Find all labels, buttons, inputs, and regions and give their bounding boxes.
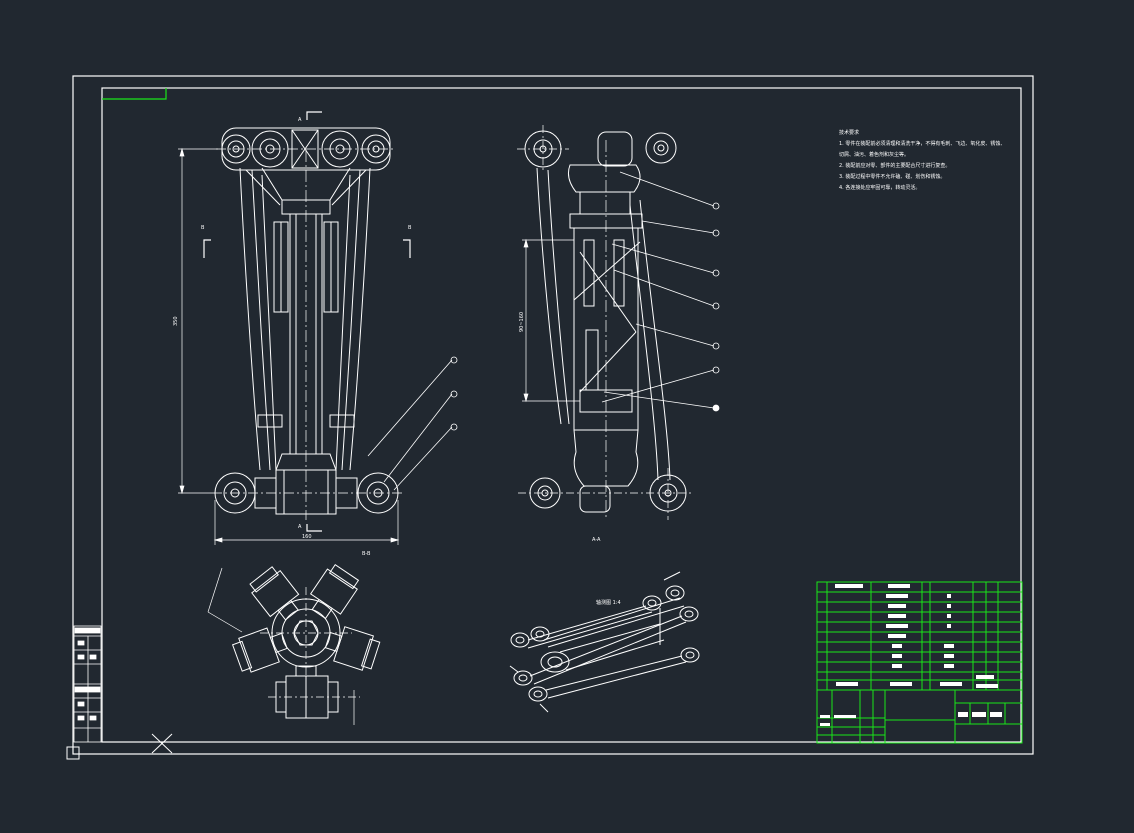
notes-heading: 技术要求 bbox=[839, 129, 859, 136]
section-mark-b-right: B bbox=[408, 225, 412, 231]
top-view bbox=[207, 563, 381, 725]
front-dimensions bbox=[178, 147, 400, 545]
section-cut-markers bbox=[203, 111, 411, 532]
side-leaders bbox=[601, 171, 715, 409]
side-section-view bbox=[517, 125, 694, 520]
crosshair-cursor[interactable] bbox=[151, 733, 173, 754]
front-view bbox=[212, 127, 402, 520]
section-mark-a-bottom: A bbox=[298, 524, 302, 530]
notes-line-4: 3. 装配过程中零件不允许磕、碰、划伤和锈蚀。 bbox=[839, 173, 945, 180]
dim-width: 160 bbox=[302, 534, 312, 540]
technical-notes: 技术要求 1. 零件在装配前必须清理和清洗干净，不得有毛刺、飞边、氧化皮、锈蚀、… bbox=[839, 129, 1005, 191]
ucs-icon bbox=[66, 746, 80, 760]
drawing-frame bbox=[72, 75, 1034, 755]
left-border-strip bbox=[73, 625, 102, 743]
section-caption-b: B-B bbox=[362, 551, 371, 557]
section-mark-a-top: A bbox=[298, 117, 302, 123]
isometric-view bbox=[509, 571, 700, 713]
front-balloons[interactable] bbox=[450, 356, 458, 431]
front-leaders bbox=[367, 359, 453, 491]
side-balloons[interactable] bbox=[712, 202, 720, 412]
side-dimensions bbox=[522, 238, 580, 403]
revision-marker bbox=[102, 88, 167, 100]
notes-line-1: 1. 零件在装配前必须清理和清洗干净，不得有毛刺、飞边、氧化皮、锈蚀、 bbox=[839, 140, 1005, 147]
title-block-filled-cells bbox=[820, 584, 1002, 726]
notes-line-2: 切屑、油污、着色剂和灰尘等。 bbox=[839, 151, 909, 158]
title-block bbox=[816, 581, 1023, 744]
section-caption-a: A-A bbox=[592, 537, 601, 543]
section-mark-b-left: B bbox=[201, 225, 205, 231]
notes-line-5: 4. 各连接处应牢固可靠，转动灵活。 bbox=[839, 184, 920, 191]
dim-height: 350 bbox=[173, 316, 179, 326]
dim-stroke: 90~160 bbox=[519, 312, 525, 332]
notes-line-3: 2. 装配前应对零、部件的主要配合尺寸进行复查。 bbox=[839, 162, 950, 169]
iso-caption: 轴测图 1:4 bbox=[596, 599, 621, 606]
front-top-rollers bbox=[216, 127, 396, 171]
